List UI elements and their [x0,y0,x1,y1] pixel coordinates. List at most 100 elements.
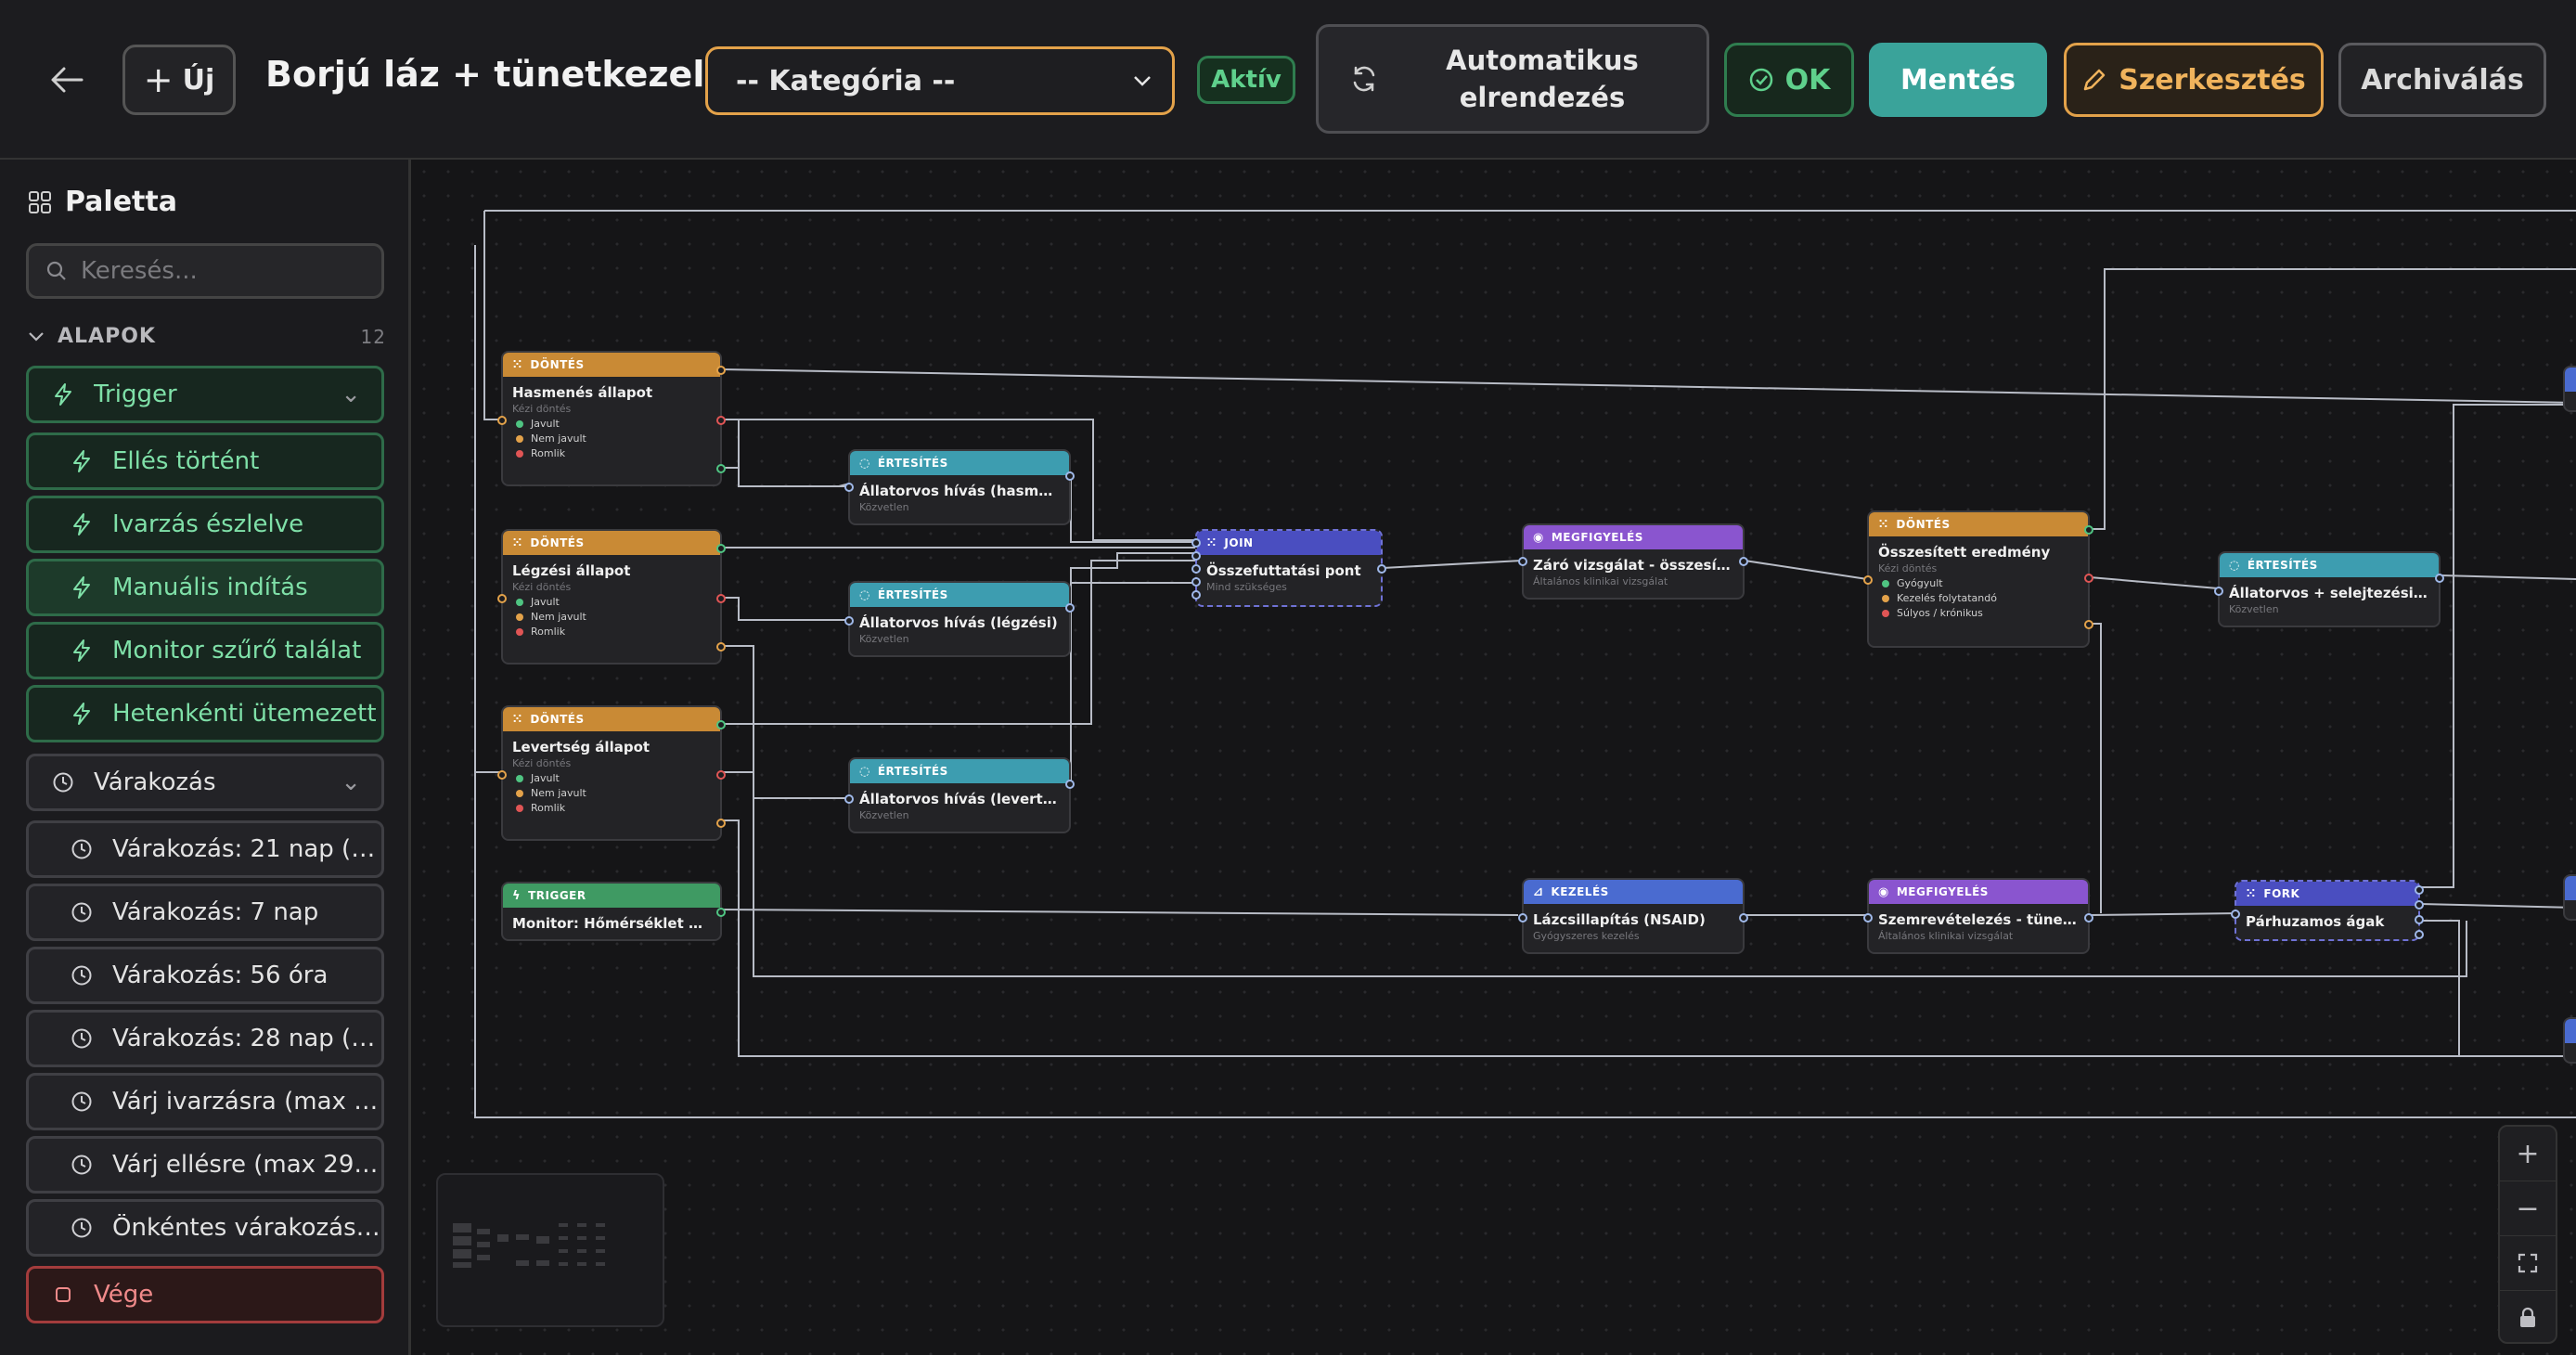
edge [722,560,1195,725]
eye-icon: ◉ [1878,884,1889,899]
palette-item-wait[interactable]: Várakozás: 21 nap (iv... [26,820,384,878]
input-port[interactable] [2214,587,2223,596]
input-port[interactable] [1191,564,1201,574]
chevron-down-icon: ⌄ [341,768,361,796]
input-port[interactable] [497,594,507,603]
output-port[interactable] [2435,574,2444,583]
output-port[interactable] [716,770,726,780]
node-notification[interactable]: ◌ÉRTESÍTÉS Állatorvos hívás (légzési) Kö… [844,581,1075,657]
save-button[interactable]: Mentés [1869,43,2047,117]
input-port[interactable] [1518,557,1527,566]
node-decision[interactable]: ⁙DÖNTÉS Összesített eredmény Kézi döntés… [1863,510,2093,648]
input-port[interactable] [1191,590,1201,600]
section-header-alapok[interactable]: ALAPOK 12 [28,325,386,348]
node-offscreen[interactable] [2563,1017,2576,1064]
output-port[interactable] [1065,603,1075,613]
category-select[interactable]: -- Kategória -- [705,46,1175,115]
new-button[interactable]: + Új [122,45,236,115]
node-observation[interactable]: ◉MEGFIGYELÉS Szemrevételezés - tünetek f… [1863,878,2093,954]
input-port[interactable] [1518,913,1527,923]
input-port[interactable] [1863,913,1873,923]
node-offscreen[interactable] [2563,366,2576,412]
output-port[interactable] [2415,930,2424,939]
palette-group-trigger[interactable]: Trigger ⌄ [26,366,384,423]
input-port[interactable] [497,770,507,780]
output-port[interactable] [2084,574,2093,583]
edit-button[interactable]: Szerkesztés [2064,43,2324,117]
node-offscreen[interactable] [2563,874,2576,921]
output-port[interactable] [716,642,726,652]
output-port[interactable] [716,819,726,828]
fit-view-button[interactable] [2500,1236,2556,1291]
palette-item-wait[interactable]: Önkéntes várakozási i... [26,1199,384,1257]
zoom-out-button[interactable]: − [2500,1181,2556,1236]
node-header: ⁙JOIN [1197,531,1381,555]
palette-item-wait[interactable]: Várakozás: 7 nap [26,884,384,941]
output-port[interactable] [716,416,726,425]
output-port[interactable] [716,594,726,603]
node-title: Hasmenés állapot [512,384,653,401]
ok-button[interactable]: OK [1724,43,1854,117]
input-port[interactable] [844,794,854,804]
zoom-in-button[interactable]: + [2500,1127,2556,1181]
output-port[interactable] [2415,885,2424,895]
palette-item-trigger[interactable]: Manuális indítás [26,559,384,616]
palette-item-wait[interactable]: Várj ellésre (max 290 ... [26,1136,384,1194]
output-port[interactable] [2415,900,2424,910]
input-port[interactable] [1191,577,1201,587]
node-title: Lázcsillapítás (NSAID) [1533,911,1706,928]
palette-item-trigger[interactable]: Hetenkénti ütemezett [26,685,384,742]
output-port[interactable] [2415,915,2424,924]
input-port[interactable] [1191,551,1201,561]
node-decision[interactable]: ⁙DÖNTÉS Levertség állapot Kézi döntés Ja… [497,705,726,841]
node-observation[interactable]: ◉MEGFIGYELÉS Záró vizsgálat - összesítet… [1518,523,1748,600]
output-port[interactable] [716,464,726,473]
node-notification[interactable]: ◌ÉRTESÍTÉS Állatorvos hívás (hasmenés) K… [844,449,1075,525]
node-notification[interactable]: ◌ÉRTESÍTÉS Állatorvos + selejtezési java… [2214,551,2444,627]
output-port[interactable] [1739,557,1748,566]
output-port[interactable] [1739,913,1748,923]
search-input[interactable] [79,256,361,286]
palette-item-wait[interactable]: Várakozás: 56 óra [26,947,384,1004]
palette-group-wait[interactable]: Várakozás ⌄ [26,754,384,811]
palette-item-trigger[interactable]: Ivarzás észlelve [26,496,384,553]
node-join[interactable]: ⁙JOIN Összefuttatási pont Mind szükséges [1191,529,1386,607]
palette-item-wait[interactable]: Várj ivarzásra (max 2... [26,1073,384,1130]
edge [1070,552,1195,605]
search-box[interactable] [26,243,384,299]
output-port[interactable] [716,908,726,917]
lock-button[interactable] [2500,1291,2556,1345]
archive-button[interactable]: Archiválás [2338,43,2546,117]
node-notification[interactable]: ◌ÉRTESÍTÉS Állatorvos hívás (levertség) … [844,757,1075,833]
input-port[interactable] [2231,910,2240,919]
input-port[interactable] [1191,538,1201,548]
palette-item-trigger[interactable]: Monitor szűrő találat [26,622,384,679]
input-port[interactable] [844,483,854,492]
palette-item-trigger[interactable]: Ellés történt [26,432,384,490]
node-subtitle: Közvetlen [859,809,909,821]
output-port[interactable] [716,544,726,553]
minimap[interactable] [436,1173,664,1327]
output-port[interactable] [2084,525,2093,535]
node-treatment[interactable]: ⊿KEZELÉS Lázcsillapítás (NSAID) Gyógysze… [1518,878,1748,954]
palette-item-end[interactable]: Vége [26,1266,384,1323]
flow-canvas[interactable]: ⁙DÖNTÉS Hasmenés állapot Kézi döntés Jav… [412,160,2576,1355]
clock-icon [66,1027,97,1050]
node-decision[interactable]: ⁙DÖNTÉS Légzési állapot Kézi döntés Javu… [497,529,726,665]
output-port[interactable] [2084,620,2093,629]
output-port[interactable] [1065,780,1075,789]
node-fork[interactable]: ⁙FORK Párhuzamos ágak [2231,880,2424,941]
output-port[interactable] [716,366,726,375]
output-port[interactable] [716,720,726,729]
back-button[interactable] [37,46,97,113]
input-port[interactable] [844,616,854,626]
input-port[interactable] [1863,575,1873,585]
output-port[interactable] [2084,913,2093,923]
input-port[interactable] [497,416,507,425]
palette-item-wait[interactable]: Várakozás: 28 nap (v... [26,1010,384,1067]
output-port[interactable] [1377,564,1386,574]
node-decision[interactable]: ⁙DÖNTÉS Hasmenés állapot Kézi döntés Jav… [497,351,726,486]
output-port[interactable] [1065,471,1075,481]
